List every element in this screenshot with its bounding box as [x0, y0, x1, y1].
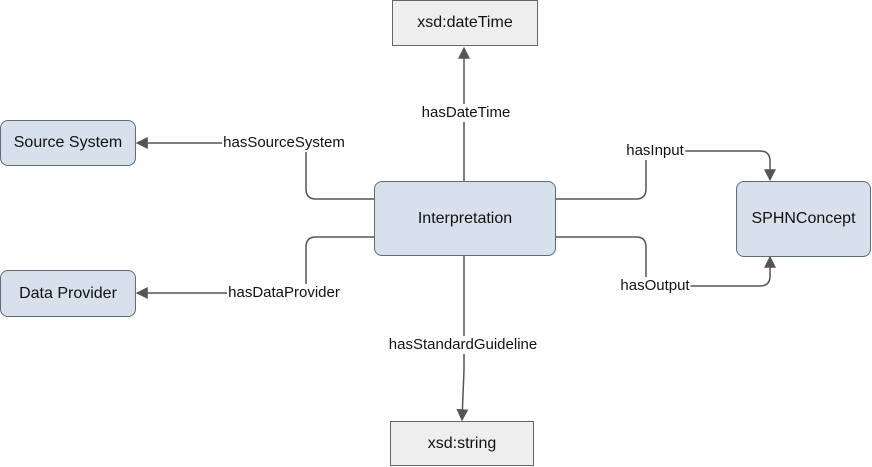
edge-label-has-date-time: hasDateTime [420, 104, 512, 122]
source-system-label: Source System [13, 134, 123, 151]
edge-label-has-data-provider: hasDataProvider [227, 284, 341, 302]
edge-label-has-standard-guideline: hasStandardGuideline [387, 336, 539, 354]
edge-label-has-output: hasOutput [619, 277, 691, 295]
edge-has-standard-guideline [456, 255, 469, 422]
sphn-concept-node: SPHNConcept [736, 181, 871, 257]
source-system-node: Source System [0, 120, 136, 166]
xsd-datetime-label: xsd:dateTime [417, 14, 513, 31]
xsd-string-label: xsd:string [427, 434, 497, 452]
data-provider-label: Data Provider [19, 284, 117, 302]
data-provider-node: Data Provider [0, 270, 136, 317]
xsd-string-node: xsd:string [390, 421, 534, 466]
xsd-datetime-node: xsd:dateTime [392, 0, 538, 46]
edge-label-has-input: hasInput [625, 142, 685, 160]
sphn-concept-label: SPHNConcept [751, 210, 856, 227]
interpretation-node: Interpretation [374, 181, 556, 256]
interpretation-label: Interpretation [417, 209, 513, 227]
edge-label-has-source-system: hasSourceSystem [222, 134, 346, 152]
